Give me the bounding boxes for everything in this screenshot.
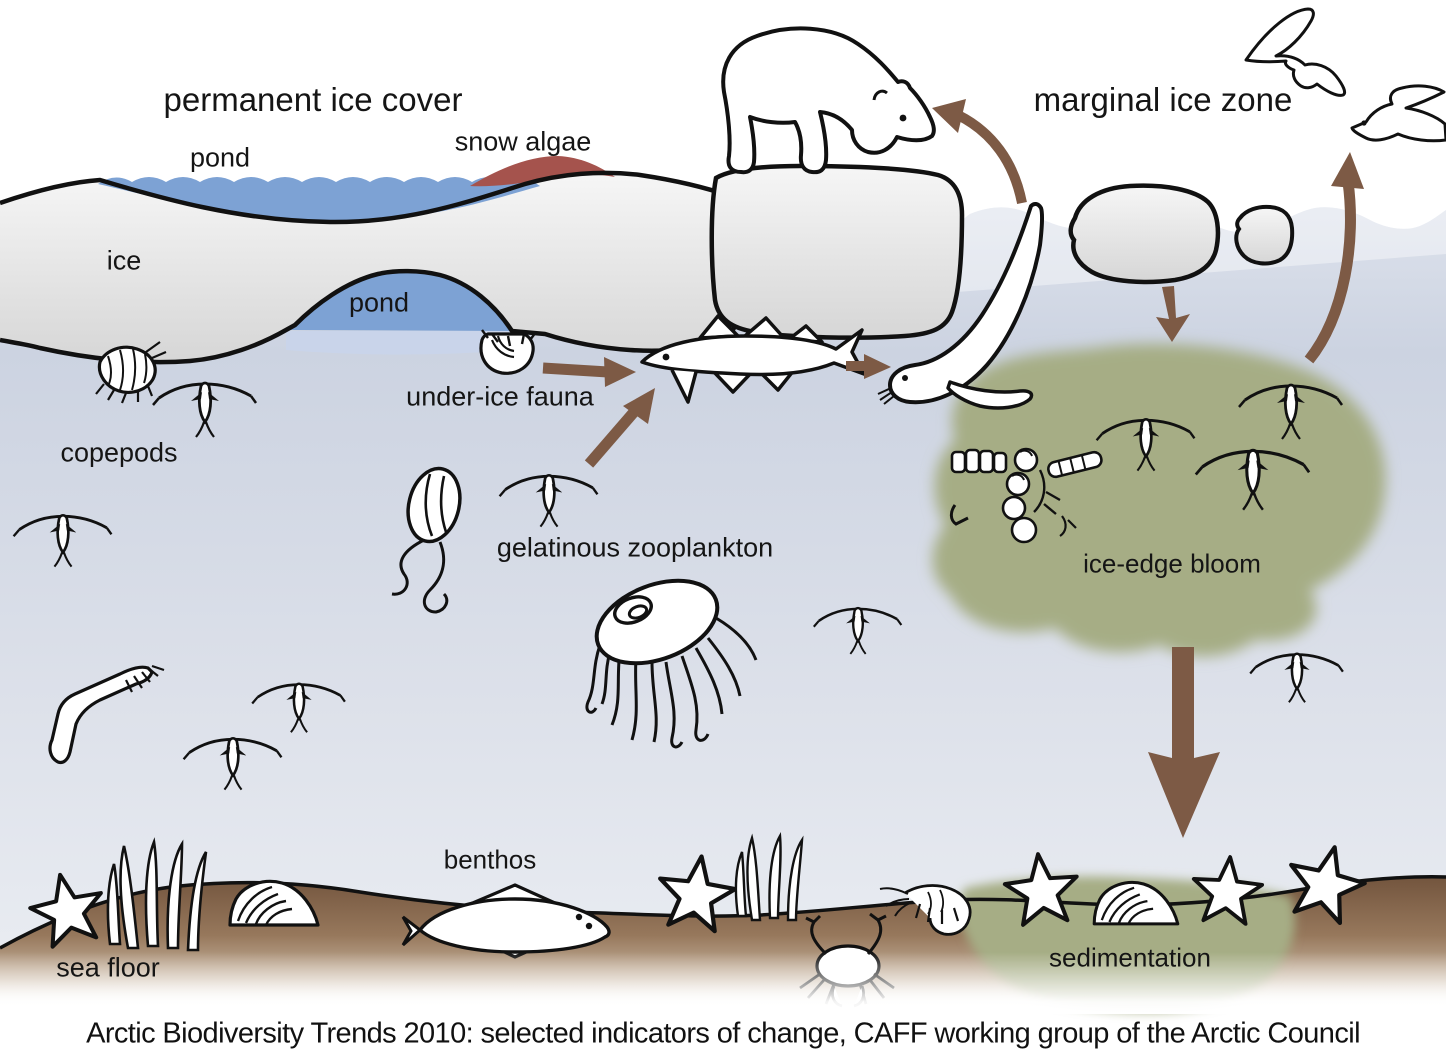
ice-block: [709, 163, 965, 340]
amphipod-ice-hole: [479, 329, 537, 375]
arrow-copepod-to-fish-shaft: [584, 408, 639, 468]
flatfish: [401, 883, 611, 959]
ringed-seal: [877, 201, 1045, 410]
label-benthos: benthos: [443, 844, 537, 875]
arrow-underice-to-fish-shaft: [542, 362, 609, 378]
label-sea-floor: sea floor: [56, 952, 160, 983]
title-marginal-ice-zone: marginal ice zone: [1033, 81, 1293, 118]
label-gelatinous-zooplankton: gelatinous zooplankton: [496, 532, 774, 563]
label-copepods: copepods: [60, 437, 178, 468]
seabird-right: [1350, 84, 1446, 143]
krill: [48, 664, 165, 765]
title-permanent-ice-cover: permanent ice cover: [163, 81, 463, 118]
melt-pond-2-shallow: [286, 331, 512, 355]
ice-floe-large: [1068, 183, 1221, 285]
permanent-ice: [0, 156, 1295, 365]
caption: Arctic Biodiversity Trends 2010: selecte…: [86, 1017, 1360, 1050]
arrow-bloom-to-birds-head: [1331, 152, 1364, 189]
arctic-cod: [640, 314, 866, 404]
bottom-fade: [0, 952, 1446, 1014]
arrow-bloom-to-birds-shaft: [1304, 181, 1356, 364]
shrimp: [879, 884, 972, 936]
diatom-plankton: [949, 447, 1103, 544]
label-under-ice-fauna: under-ice fauna: [406, 381, 594, 412]
food-web-arrows: [542, 99, 1027, 468]
label-pond-2: pond: [348, 287, 410, 318]
melt-pond-2: [286, 271, 512, 331]
label-pond-1: pond: [189, 142, 251, 173]
ice-edge-bloom-area: [932, 343, 1386, 657]
arrow-seal-to-bear-head: [932, 99, 966, 133]
seabird-top: [1244, 7, 1347, 97]
arrow-seal-to-bear-shaft: [955, 110, 1027, 205]
arrow-floe-to-bloom: [1156, 286, 1190, 342]
arrow-sedimentation: [1148, 647, 1220, 838]
amphipod-under-ice: [95, 341, 167, 404]
tube-worms-left: [106, 837, 208, 952]
arrow-underice-to-fish-head: [604, 357, 636, 387]
polar-bear: [721, 26, 936, 175]
arrow-fish-to-seal-head: [864, 354, 891, 379]
label-ice-edge-bloom: ice-edge bloom: [1083, 548, 1261, 579]
label-ice: ice: [106, 245, 142, 276]
snow-algae-patch: [470, 156, 615, 187]
ice-floe-small: [1234, 204, 1295, 266]
tube-worms-right: [734, 832, 804, 922]
jellyfish: [585, 578, 758, 749]
label-snow-algae: snow algae: [454, 126, 592, 157]
label-sedimentation: sedimentation: [1049, 942, 1211, 973]
arrow-copepod-to-fish-head: [623, 388, 655, 424]
flux-arrows: [1148, 152, 1364, 838]
ctenophore: [391, 466, 462, 614]
